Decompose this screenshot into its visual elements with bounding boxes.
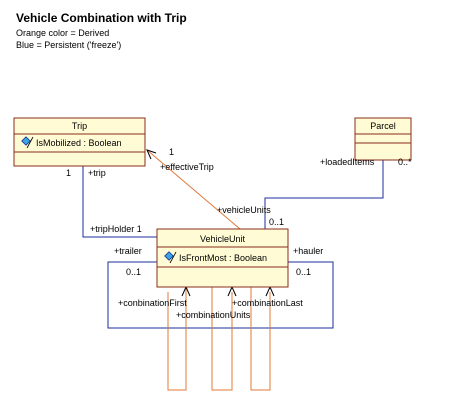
legend-persistent: Blue = Persistent ('freeze') [16,40,121,50]
loaded-items-role-label: +loadedItems [320,157,375,167]
vehicle-units-role-label: +vehicleUnits [217,205,271,215]
trailer-hauler-association[interactable] [107,261,334,329]
trip-multiplicity: 1 [66,168,71,178]
combination-last-association[interactable] [250,287,271,391]
class-parcel[interactable]: Parcel [354,117,412,161]
vehicle-units-multiplicity: 0..1 [269,217,284,227]
effective-trip-association[interactable] [146,149,241,230]
attribute-icon [21,136,34,149]
diagram-title: Vehicle Combination with Trip [16,11,187,25]
tripholder-role-label: +tripHolder 1 [90,224,142,234]
vehicleunit-class-name: VehicleUnit [200,234,246,244]
combination-first-label: +conbinationFirst [118,298,187,308]
class-vehicle-unit[interactable]: VehicleUnit IsFrontMost : Boolean [156,228,289,288]
class-trip[interactable]: Trip IsMobilized : Boolean [13,117,146,167]
effective-trip-role-label: +effectiveTrip [160,162,214,172]
derived-associations [146,149,275,391]
parcel-class-name: Parcel [370,121,396,131]
attribute-icon [164,251,177,264]
combination-units-association[interactable] [211,287,233,391]
loaded-items-multiplicity: 0..* [398,157,412,167]
effective-trip-multiplicity: 1 [169,147,174,157]
trip-attribute: IsMobilized : Boolean [36,138,122,148]
vehicleunit-attribute: IsFrontMost : Boolean [179,253,267,263]
trailer-role-label: +trailer [114,246,142,256]
effective-trip-arrowhead [146,149,157,160]
parcel-vehicleunits-association[interactable] [264,160,384,229]
trip-tripholder-association[interactable] [82,166,157,238]
legend-derived: Orange color = Derived [16,28,109,38]
combination-last-label: +combinationLast [232,298,303,308]
association-labels: 1 +trip +tripHolder 1 1 +effectiveTrip +… [66,147,412,320]
hauler-multiplicity: 0..1 [296,267,311,277]
trip-role-label: +trip [88,168,106,178]
hauler-role-label: +hauler [293,246,323,256]
combination-units-label: +combinationUnits [176,310,251,320]
trailer-multiplicity: 0..1 [126,267,141,277]
trip-class-name: Trip [72,121,87,131]
persistent-associations [82,160,384,329]
combination-first-association[interactable] [167,287,187,391]
